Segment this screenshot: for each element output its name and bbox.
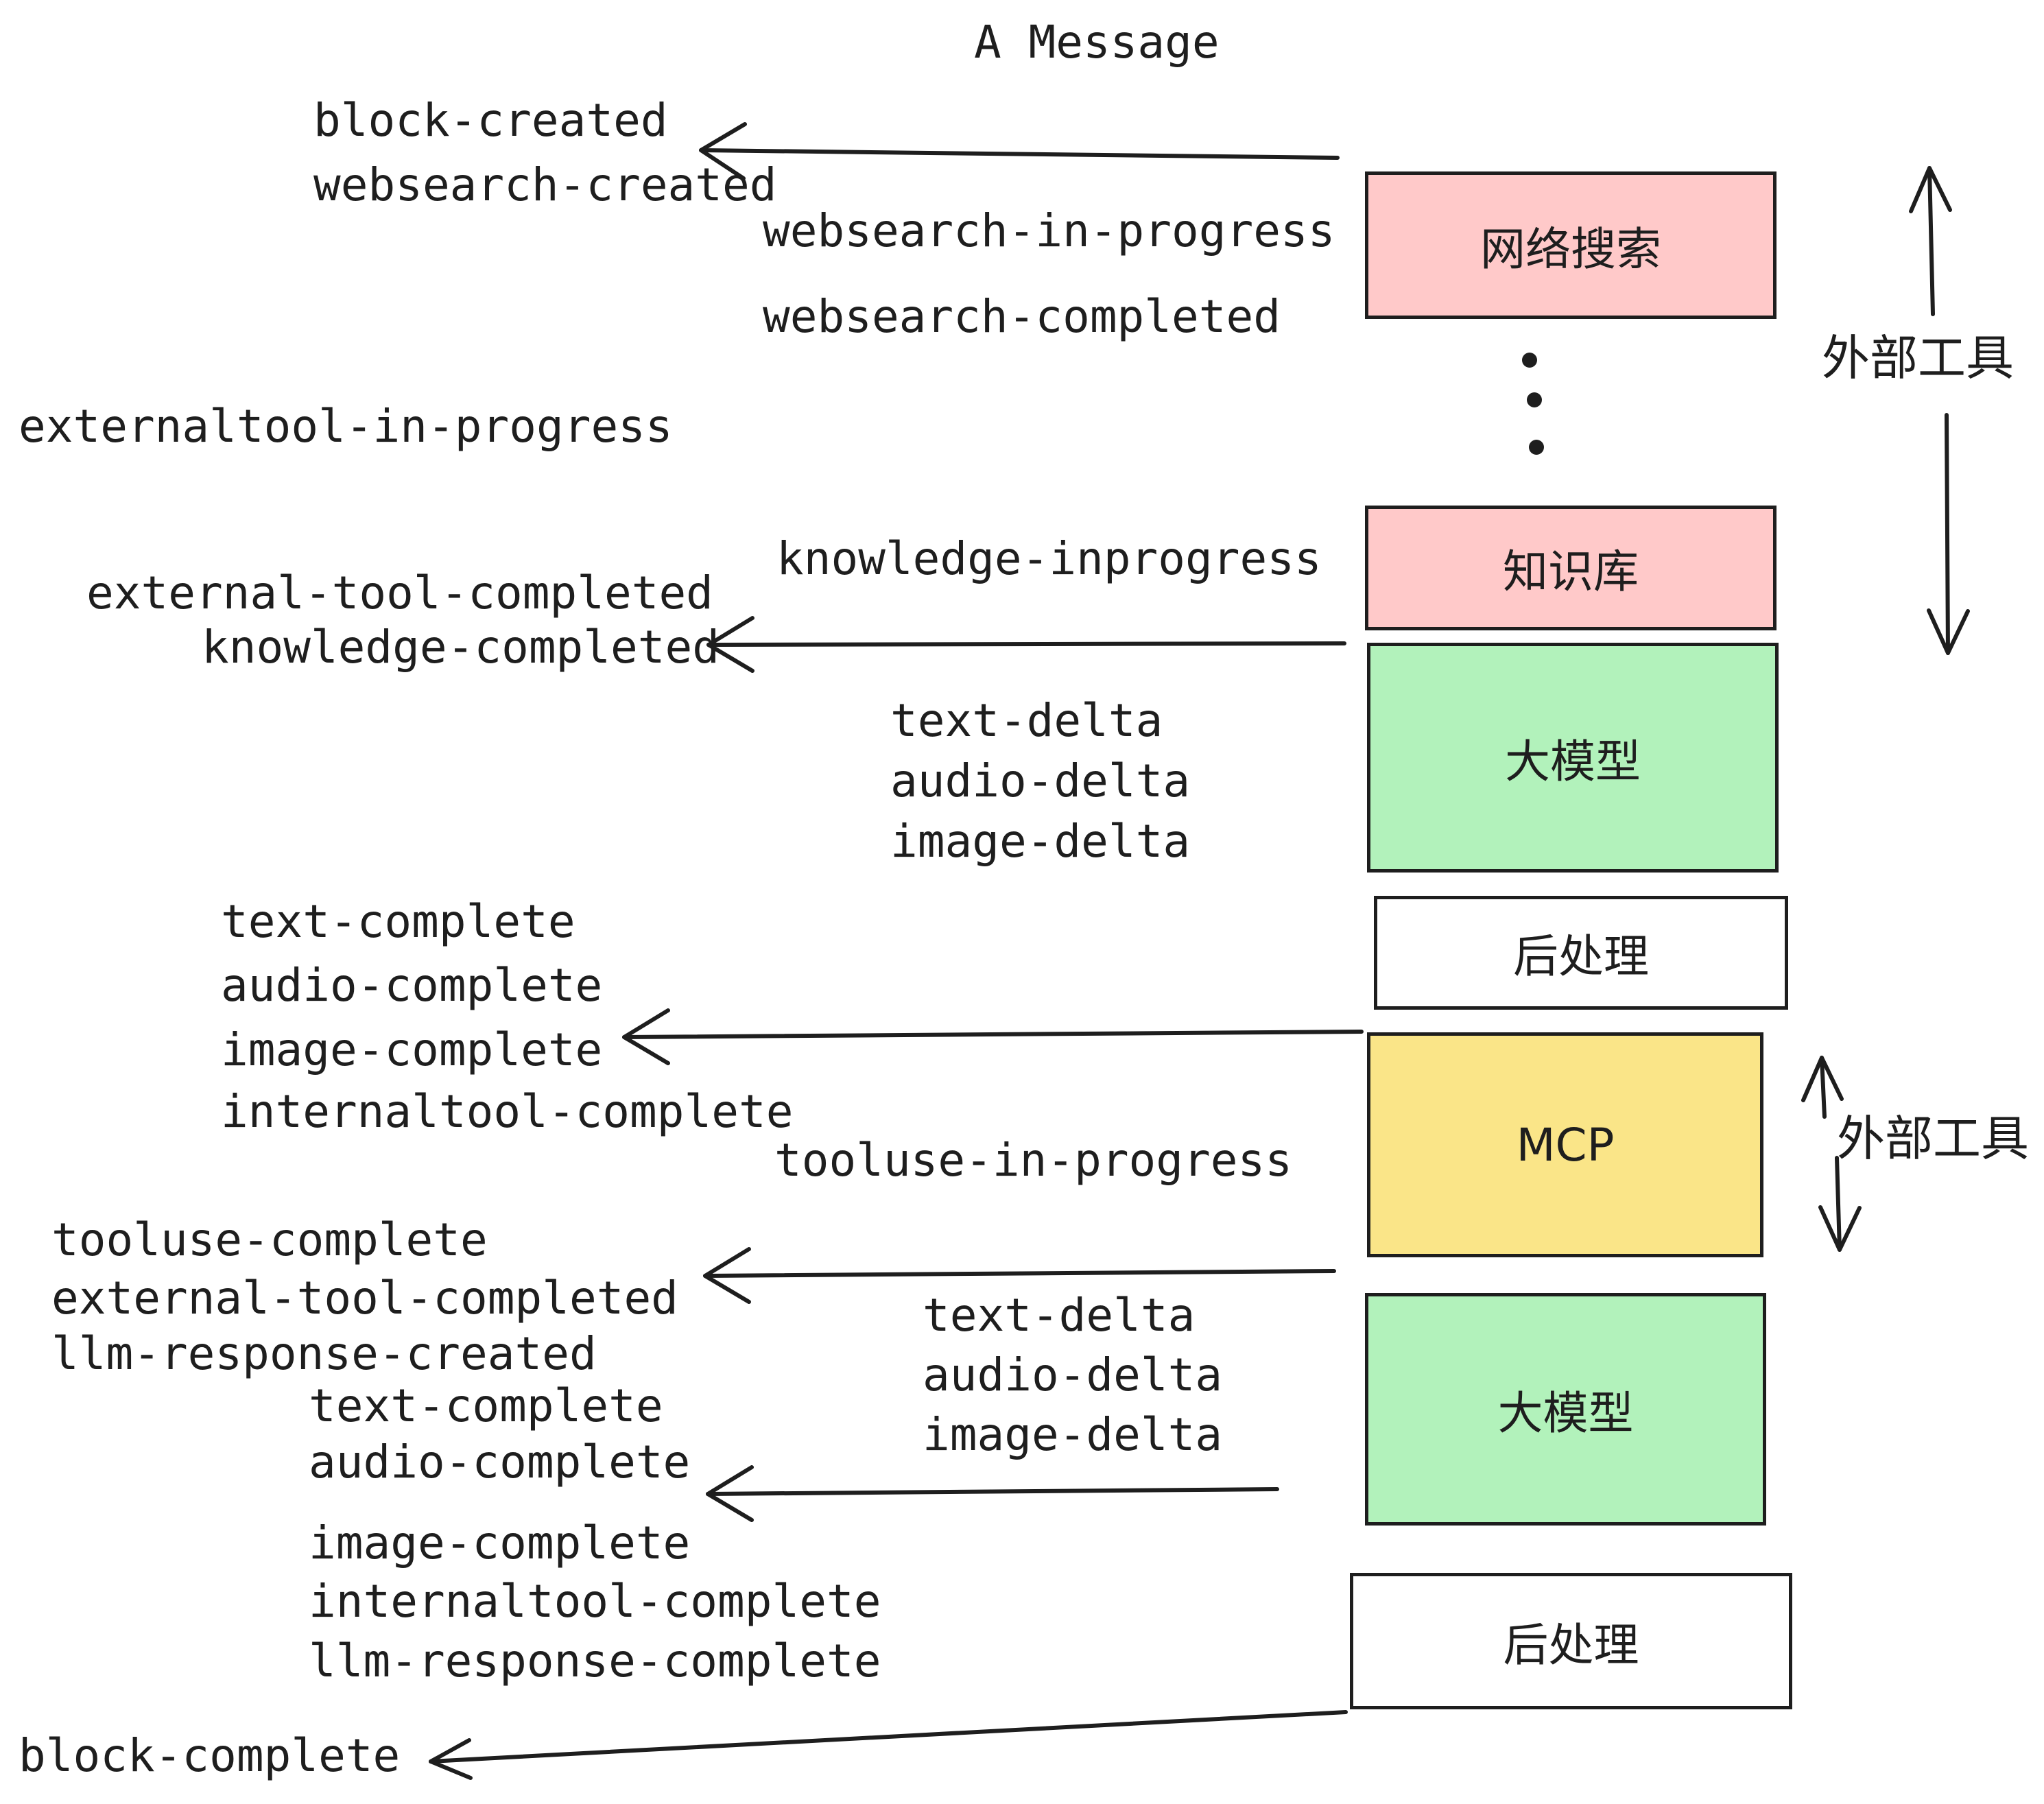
external-tools-up-arrow-1 — [1909, 166, 1952, 316]
arrow-audio-complete — [706, 1465, 1279, 1522]
arrow-knowledge-completed — [706, 616, 1346, 673]
arrow-block-complete — [429, 1710, 1348, 1780]
external-tools-up-arrow-2 — [1801, 1056, 1844, 1119]
ellipsis-dots — [1522, 353, 1544, 455]
arrow-internal-complete — [622, 1008, 1364, 1065]
external-tools-down-arrow-2 — [1818, 1156, 1862, 1252]
external-tools-down-arrow-1 — [1927, 413, 1970, 655]
arrow-tooluse-complete — [703, 1247, 1336, 1304]
arrow-websearch-created — [699, 122, 1340, 180]
